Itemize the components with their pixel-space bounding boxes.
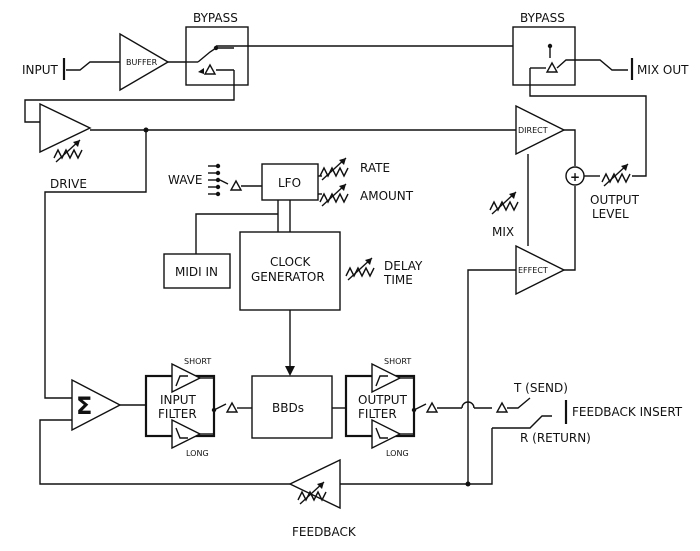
bypass-left-box (185, 26, 249, 86)
clock-label-1: CLOCK (270, 255, 311, 269)
drive-label: DRIVE (50, 177, 87, 191)
clock-label-2: GENERATOR (251, 270, 325, 284)
clock-arrow-icon (285, 366, 295, 376)
output-short-label: SHORT (384, 357, 411, 366)
output-long-filter (371, 418, 402, 450)
drive-amp (39, 102, 92, 154)
bypass-right-box (512, 26, 576, 86)
output-level-label-1: OUTPUT (590, 193, 640, 207)
output-level-pot-icon (601, 163, 631, 187)
insert-tip-switch-icon (496, 402, 508, 413)
amount-pot-icon (319, 183, 349, 207)
bypass-right-label: BYPASS (520, 11, 565, 25)
mix-out-label: MIX OUT (637, 63, 689, 77)
output-filter-switch-icon (426, 402, 438, 413)
output-short-filter (371, 362, 402, 394)
input-short-filter (171, 362, 202, 394)
input-wire (66, 61, 120, 71)
drive-to-sum-wire (44, 130, 147, 399)
clock-generator-box (239, 231, 341, 311)
wave-switch-icon (230, 180, 242, 191)
sigma-symbol: Σ (76, 392, 92, 420)
direct-amp (515, 104, 566, 156)
input-filter-label-1: INPUT (160, 393, 197, 407)
input-long-filter (171, 418, 202, 450)
effect-label: EFFECT (518, 266, 548, 275)
buffer-to-drive-wire (24, 70, 235, 123)
r-return-label: R (RETURN) (520, 431, 591, 445)
lfo-label: LFO (278, 176, 301, 190)
output-long-label: LONG (386, 449, 409, 458)
feedback-return-wire (39, 419, 290, 485)
bbds-box (251, 375, 333, 439)
wave-label: WAVE (168, 173, 202, 187)
delay-time-label-2: TIME (383, 273, 413, 287)
input-filter-switch-icon (226, 402, 238, 413)
sum-amp (71, 378, 122, 432)
rate-label: RATE (360, 161, 390, 175)
amount-label: AMOUNT (360, 189, 414, 203)
t-send-label: T (SEND) (513, 381, 568, 395)
effect-feed-wire (467, 269, 516, 484)
bypass-left-label: BYPASS (193, 11, 238, 25)
bbds-label: BBDs (272, 401, 304, 415)
delay-time-pot-icon (345, 257, 375, 281)
wave-selector-icon (208, 163, 221, 197)
feedback-insert-label: FEEDBACK INSERT (572, 405, 683, 419)
midi-in-label: MIDI IN (175, 265, 218, 279)
rate-pot-icon (319, 157, 349, 181)
output-filter-label-1: OUTPUT (358, 393, 408, 407)
output-level-label-2: LEVEL (592, 207, 629, 221)
mix-pot-icon (489, 191, 519, 215)
buffer-amp (119, 32, 170, 92)
midi-in-box (163, 253, 231, 289)
sum-symbol: + (570, 170, 580, 184)
mix-label: MIX (492, 225, 514, 239)
direct-label: DIRECT (518, 126, 548, 135)
output-filter-label-2: FILTER (358, 407, 397, 421)
input-label: INPUT (22, 63, 59, 77)
input-filter-label-2: FILTER (158, 407, 197, 421)
delay-time-label-1: DELAY (384, 259, 423, 273)
buffer-label: BUFFER (126, 58, 158, 67)
input-long-label: LONG (186, 449, 209, 458)
feedback-amp (288, 458, 341, 510)
feedback-label: FEEDBACK (292, 525, 357, 539)
input-short-label: SHORT (184, 357, 211, 366)
